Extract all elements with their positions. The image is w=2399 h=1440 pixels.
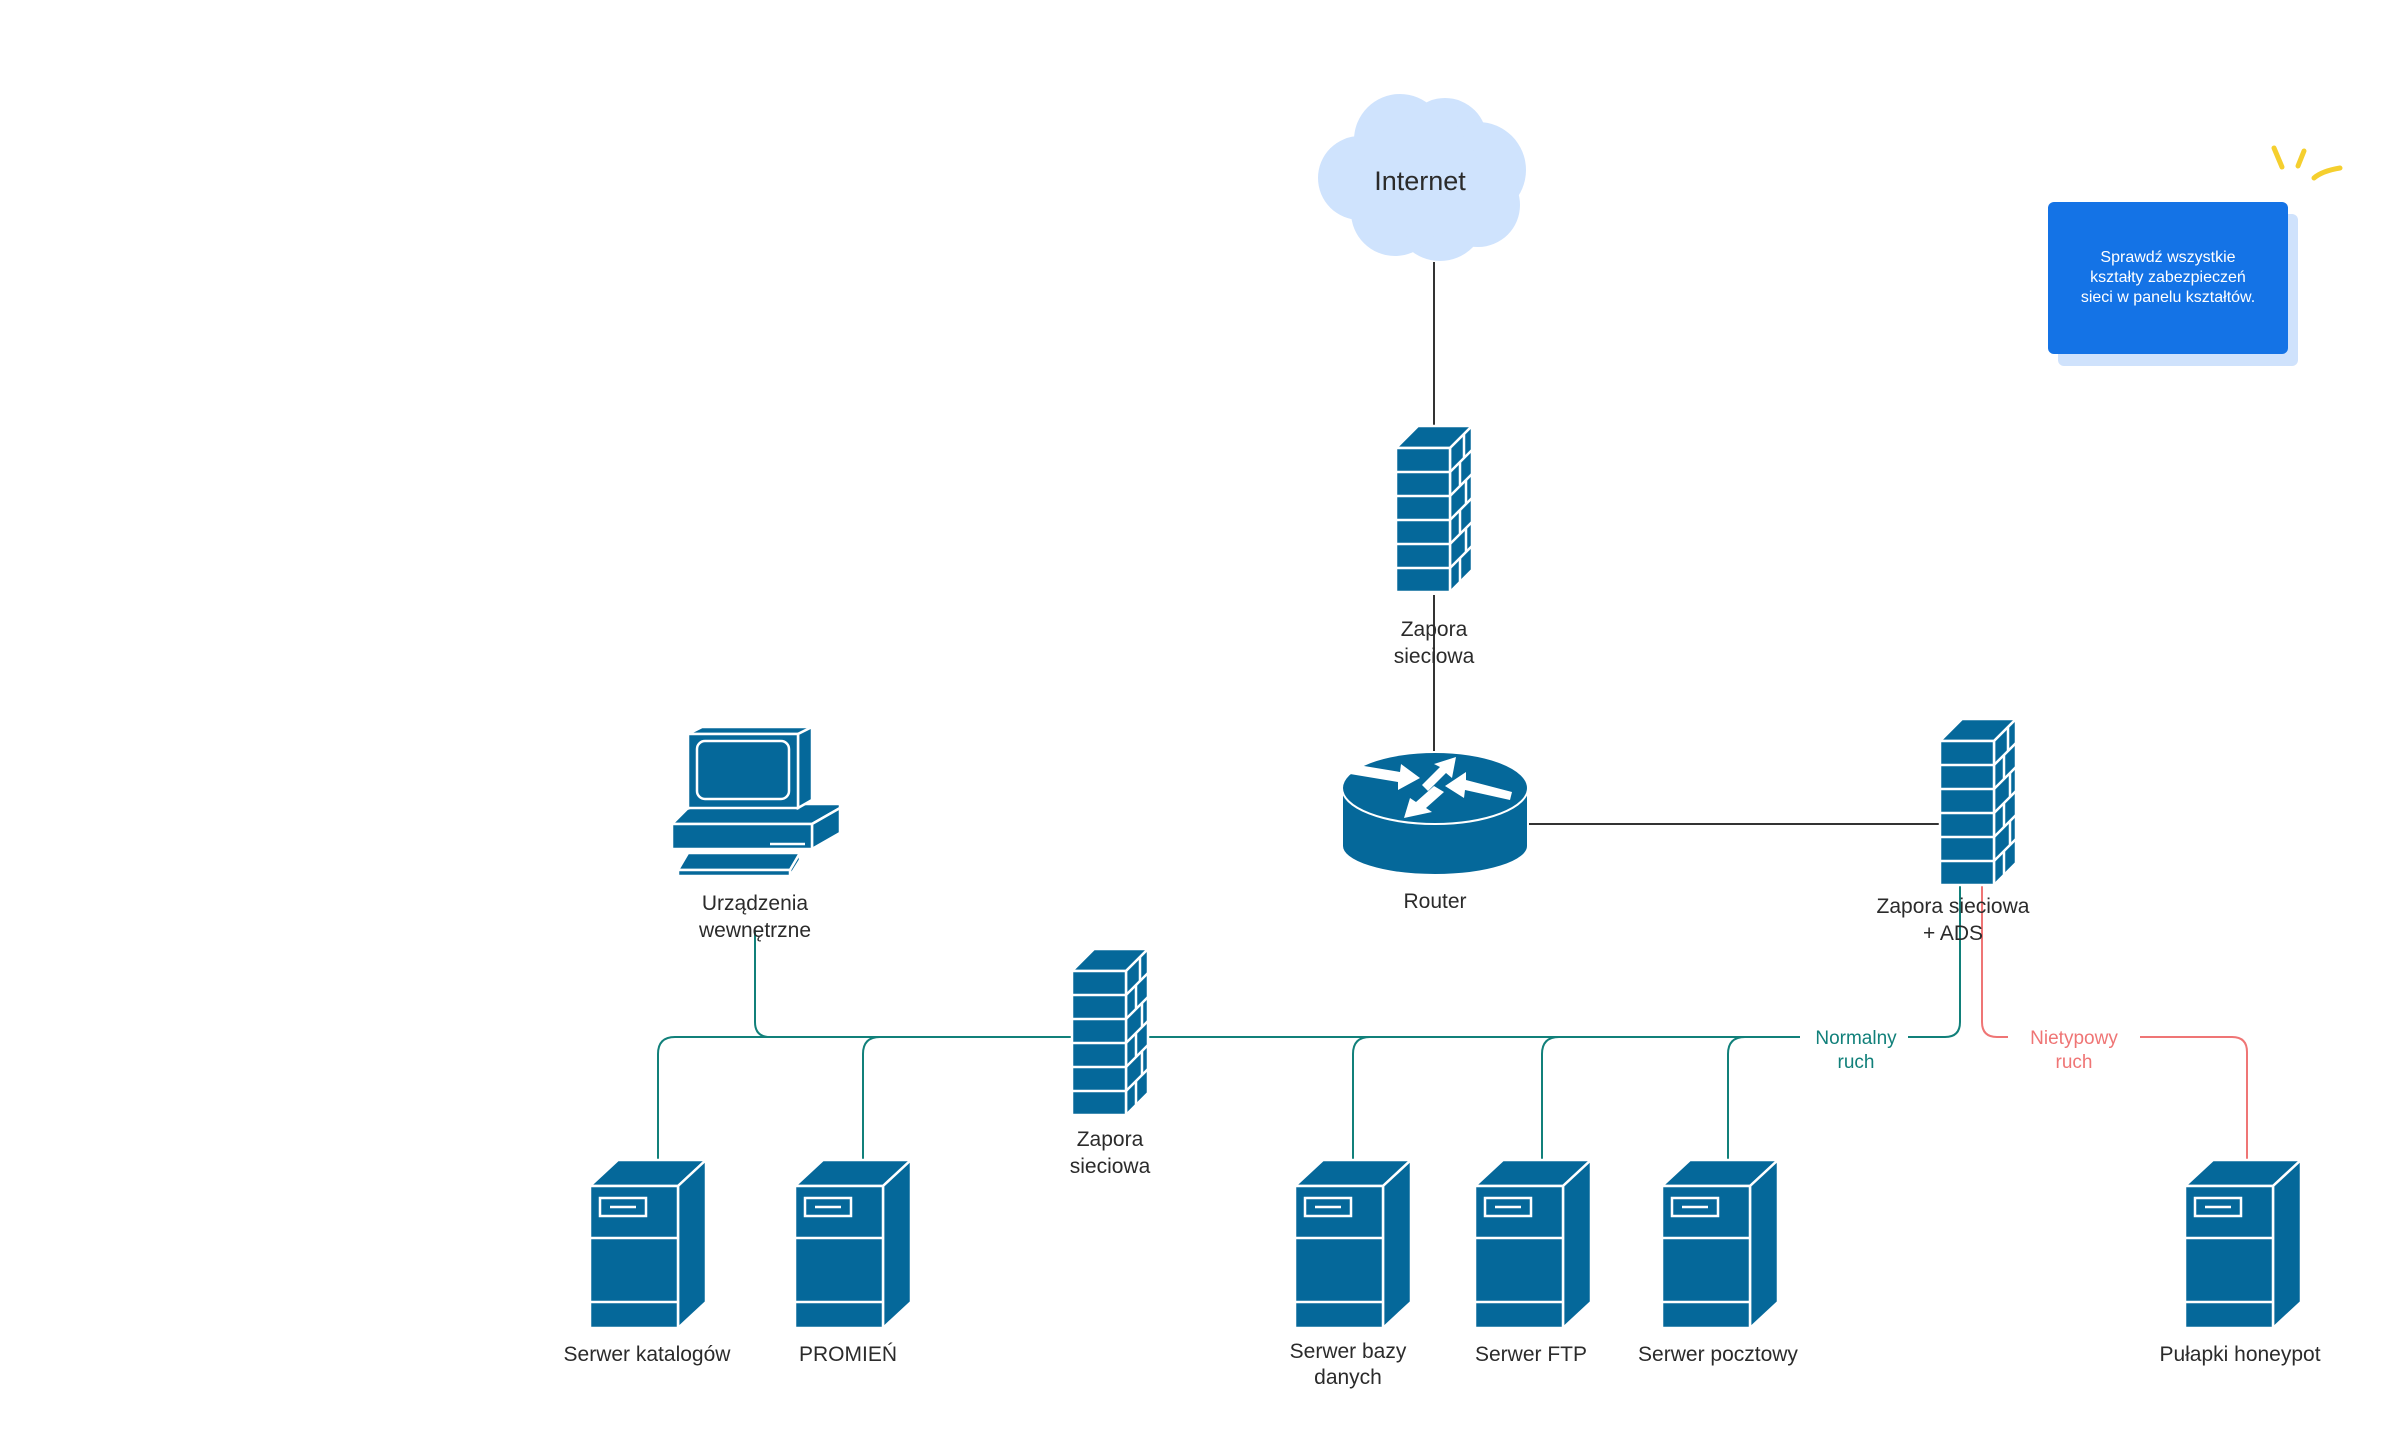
firewall-icon	[1394, 424, 1474, 594]
spark-icon	[2271, 145, 2343, 181]
firewall-mid-label-2: sieciowa	[1070, 1155, 1151, 1178]
server-database[interactable]: Serwer bazy danych	[1290, 1158, 1413, 1389]
server-icon	[2183, 1158, 2303, 1330]
server-radius[interactable]: PROMIEŃ	[793, 1158, 913, 1366]
cloud-icon	[1318, 94, 1526, 261]
server-label: Serwer pocztowy	[1638, 1343, 1798, 1366]
firewall-top[interactable]: Zapora sieciowa	[1394, 424, 1475, 668]
server-label: Serwer katalogów	[564, 1343, 732, 1366]
firewall-top-label-2: sieciowa	[1394, 645, 1475, 668]
firewall-icon	[1938, 717, 2018, 887]
router-label: Router	[1403, 890, 1466, 913]
edge-label-anomalous-2: ruch	[2056, 1052, 2093, 1073]
server-mail[interactable]: Serwer pocztowy	[1638, 1158, 1798, 1366]
firewall-ads-label-2: + ADS	[1923, 922, 1983, 945]
router[interactable]: Router	[1341, 751, 1529, 913]
internal-devices-label-2: wewnętrzne	[698, 919, 811, 942]
firewall-mid-label-1: Zapora	[1077, 1128, 1144, 1151]
internet-label: Internet	[1374, 166, 1466, 196]
router-icon	[1341, 751, 1529, 876]
sticky-note[interactable]: Sprawdź wszystkie kształty zabezpieczeń …	[2048, 202, 2288, 354]
server-label-1: Serwer bazy	[1290, 1340, 1407, 1363]
server-label: Pułapki honeypot	[2159, 1343, 2320, 1366]
connection-anomalous-traffic[interactable]	[1981, 885, 2248, 1160]
server-label: PROMIEŃ	[799, 1343, 897, 1366]
firewall-icon	[1070, 947, 1150, 1117]
edge-label-normal-1: Normalny	[1815, 1028, 1897, 1049]
server-icon	[1293, 1158, 1413, 1330]
server-icon	[1473, 1158, 1593, 1330]
internal-devices-label-1: Urządzenia	[702, 892, 809, 915]
connection-normal-traffic[interactable]	[657, 885, 1961, 1160]
sticky-note-text: Sprawdź wszystkie kształty zabezpieczeń …	[2080, 249, 2256, 306]
server-icon	[793, 1158, 913, 1330]
server-honeypot[interactable]: Pułapki honeypot	[2159, 1158, 2321, 1366]
firewall-top-label-1: Zapora	[1401, 618, 1468, 641]
computer-icon	[668, 724, 842, 881]
edge-label-normal-2: ruch	[1838, 1052, 1875, 1073]
internet-cloud[interactable]: Internet	[1318, 94, 1526, 261]
firewall-mid[interactable]: Zapora sieciowa	[1070, 947, 1151, 1178]
edge-label-anomalous: Nietypowy ruch	[2030, 1028, 2118, 1073]
firewall-ads[interactable]: Zapora sieciowa + ADS	[1877, 717, 2030, 945]
server-directory[interactable]: Serwer katalogów	[564, 1158, 732, 1366]
server-icon	[1660, 1158, 1780, 1330]
server-label-2: danych	[1314, 1366, 1382, 1389]
internal-devices[interactable]: Urządzenia wewnętrzne	[668, 724, 842, 942]
edge-label-anomalous-1: Nietypowy	[2030, 1028, 2118, 1049]
server-ftp[interactable]: Serwer FTP	[1473, 1158, 1593, 1366]
server-label: Serwer FTP	[1475, 1343, 1587, 1366]
server-icon	[588, 1158, 708, 1330]
edge-label-normal: Normalny ruch	[1815, 1028, 1897, 1073]
firewall-ads-label-1: Zapora sieciowa	[1877, 895, 2030, 918]
